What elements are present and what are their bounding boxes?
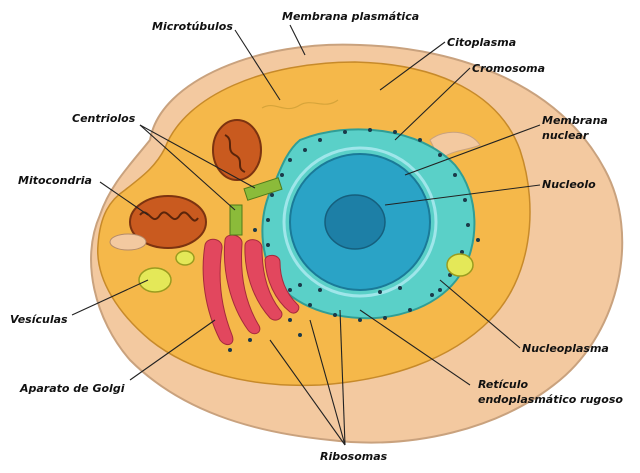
label-aparato-golgi: Aparato de Golgi (19, 382, 125, 395)
label-membrana-nuclear-1: Membrana (542, 114, 608, 127)
nuclear-envelope (282, 146, 438, 298)
centriole-b (229, 204, 243, 236)
label-reticulo-1: Retículo (478, 378, 529, 391)
label-centriolos: Centriolos (72, 112, 136, 125)
label-citoplasma: Citoplasma (447, 36, 516, 49)
mitochondrion-lower (129, 195, 207, 249)
label-cromosoma: Cromosoma (472, 62, 545, 75)
label-vesiculas: Vesículas (10, 313, 68, 326)
vesicle (175, 250, 195, 266)
ribosome-dots (228, 128, 480, 352)
label-ribosomas: Ribosomas (320, 450, 388, 463)
nucleolus (324, 194, 386, 250)
leader-lines (71, 24, 541, 446)
vesicle (138, 267, 172, 293)
label-nucleolo: Nucleolo (542, 178, 596, 191)
label-microtubulos: Microtúbulos (152, 20, 233, 33)
label-membrana-plasmatica: Membrana plasmática (282, 10, 419, 23)
label-nucleoplasma: Nucleoplasma (522, 342, 609, 355)
label-membrana-nuclear-2: nuclear (542, 129, 589, 142)
label-reticulo-2: endoplasmático rugoso (478, 393, 623, 406)
label-mitocondria: Mitocondria (18, 174, 92, 187)
vacuole (109, 233, 147, 251)
golgi-apparatus (202, 234, 300, 346)
centriole-a (243, 177, 283, 201)
microtubules (261, 99, 339, 110)
mitochondrion-upper (212, 119, 262, 181)
vesicle (446, 253, 474, 277)
